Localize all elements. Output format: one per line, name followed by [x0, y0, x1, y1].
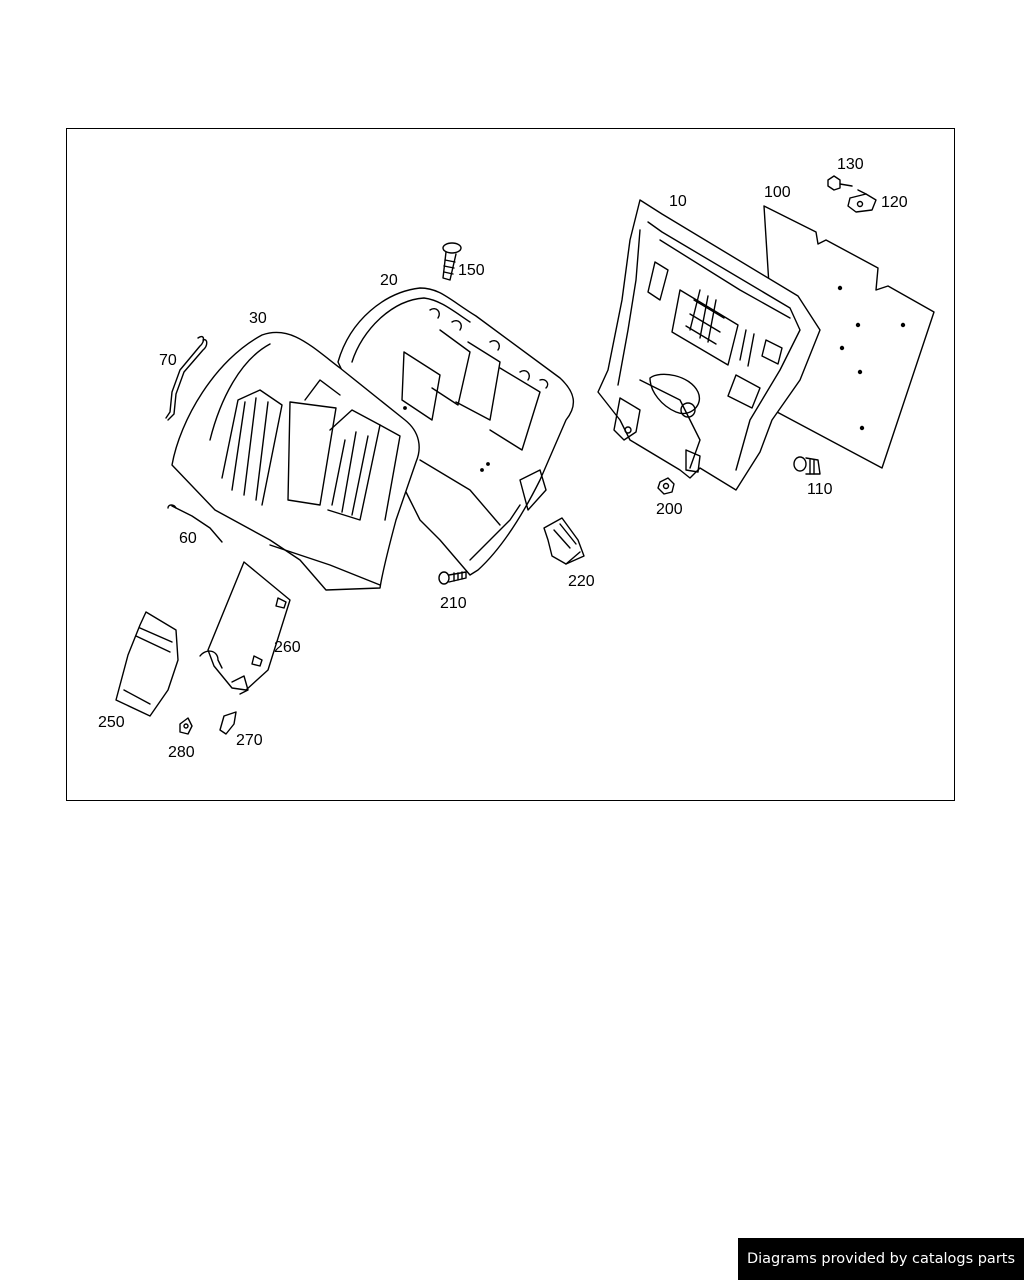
callout-70: 70: [159, 352, 177, 369]
callout-110: 110: [807, 481, 833, 498]
callout-30: 30: [249, 310, 267, 327]
callout-270: 270: [236, 732, 263, 749]
callout-200: 200: [656, 501, 683, 518]
callout-120: 120: [881, 194, 908, 211]
exploded-parts-diagram: 10 20 30 60 70 100 110 120 130 150 200 2…: [98, 156, 935, 761]
callout-10: 10: [669, 193, 687, 210]
part-10-backrest-frame[interactable]: [597, 199, 821, 491]
part-200-nut[interactable]: [657, 477, 675, 495]
part-60-wire[interactable]: [167, 504, 223, 543]
credit-bar: Diagrams provided by catalogs parts: [738, 1238, 1024, 1280]
part-260-armrest-frame[interactable]: [199, 561, 291, 695]
callout-280: 280: [168, 744, 195, 761]
part-280-washer[interactable]: [179, 717, 193, 735]
credit-text: Diagrams provided by catalogs parts: [746, 1251, 1016, 1267]
part-70-wire[interactable]: [165, 335, 208, 421]
part-270-clip[interactable]: [219, 711, 237, 735]
part-130-screw[interactable]: [827, 175, 853, 191]
callout-220: 220: [568, 573, 595, 590]
part-120-bracket[interactable]: [847, 189, 877, 213]
part-20-backrest-cushion[interactable]: [337, 287, 575, 576]
part-250-armrest-cushion[interactable]: [115, 611, 179, 717]
callout-100: 100: [764, 184, 791, 201]
callout-20: 20: [380, 272, 398, 289]
callout-60: 60: [179, 530, 197, 547]
part-220-latch[interactable]: [543, 517, 585, 565]
part-150-bolt[interactable]: [442, 242, 462, 281]
callout-130: 130: [837, 156, 864, 173]
part-110-grommet[interactable]: [793, 456, 821, 475]
part-210-bolt[interactable]: [438, 571, 467, 585]
callout-250: 250: [98, 714, 125, 731]
part-100-rear-panel[interactable]: [763, 205, 935, 469]
callout-260: 260: [274, 639, 301, 656]
callout-150: 150: [458, 262, 485, 279]
part-30-backrest-cover[interactable]: [171, 331, 420, 591]
callout-210: 210: [440, 595, 467, 612]
